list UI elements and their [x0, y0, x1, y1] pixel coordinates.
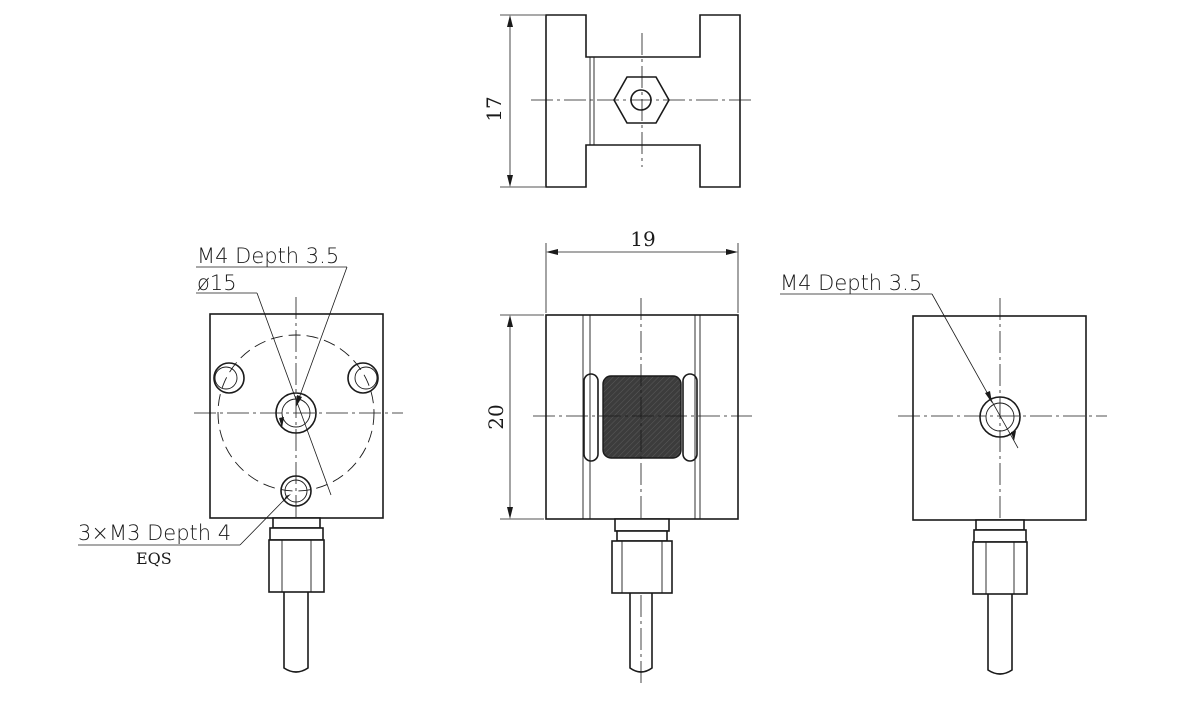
holes-equal-label: EQS	[136, 549, 172, 568]
top-view: 17	[482, 14, 752, 188]
dim-width-19: 19	[630, 227, 655, 251]
left-thread-note: M4 Depth 3.5	[197, 244, 339, 268]
right-view: M4 Depth 3.5	[780, 271, 1107, 675]
right-body	[912, 315, 1087, 521]
dim-height-17: 17	[482, 96, 506, 121]
left-view: M4 Depth 3.5 ø15 3×M3 Depth 4 EQS	[78, 244, 403, 673]
top-view-outline	[545, 14, 741, 188]
left-body	[209, 313, 384, 519]
front-view: 19 20	[484, 227, 752, 685]
strain-gauge	[602, 375, 682, 459]
right-thread-note: M4 Depth 3.5	[780, 271, 922, 295]
bolt-circle-label: ø15	[197, 271, 237, 295]
holes-note: 3×M3 Depth 4	[78, 521, 231, 545]
dim-height-20: 20	[484, 404, 508, 429]
